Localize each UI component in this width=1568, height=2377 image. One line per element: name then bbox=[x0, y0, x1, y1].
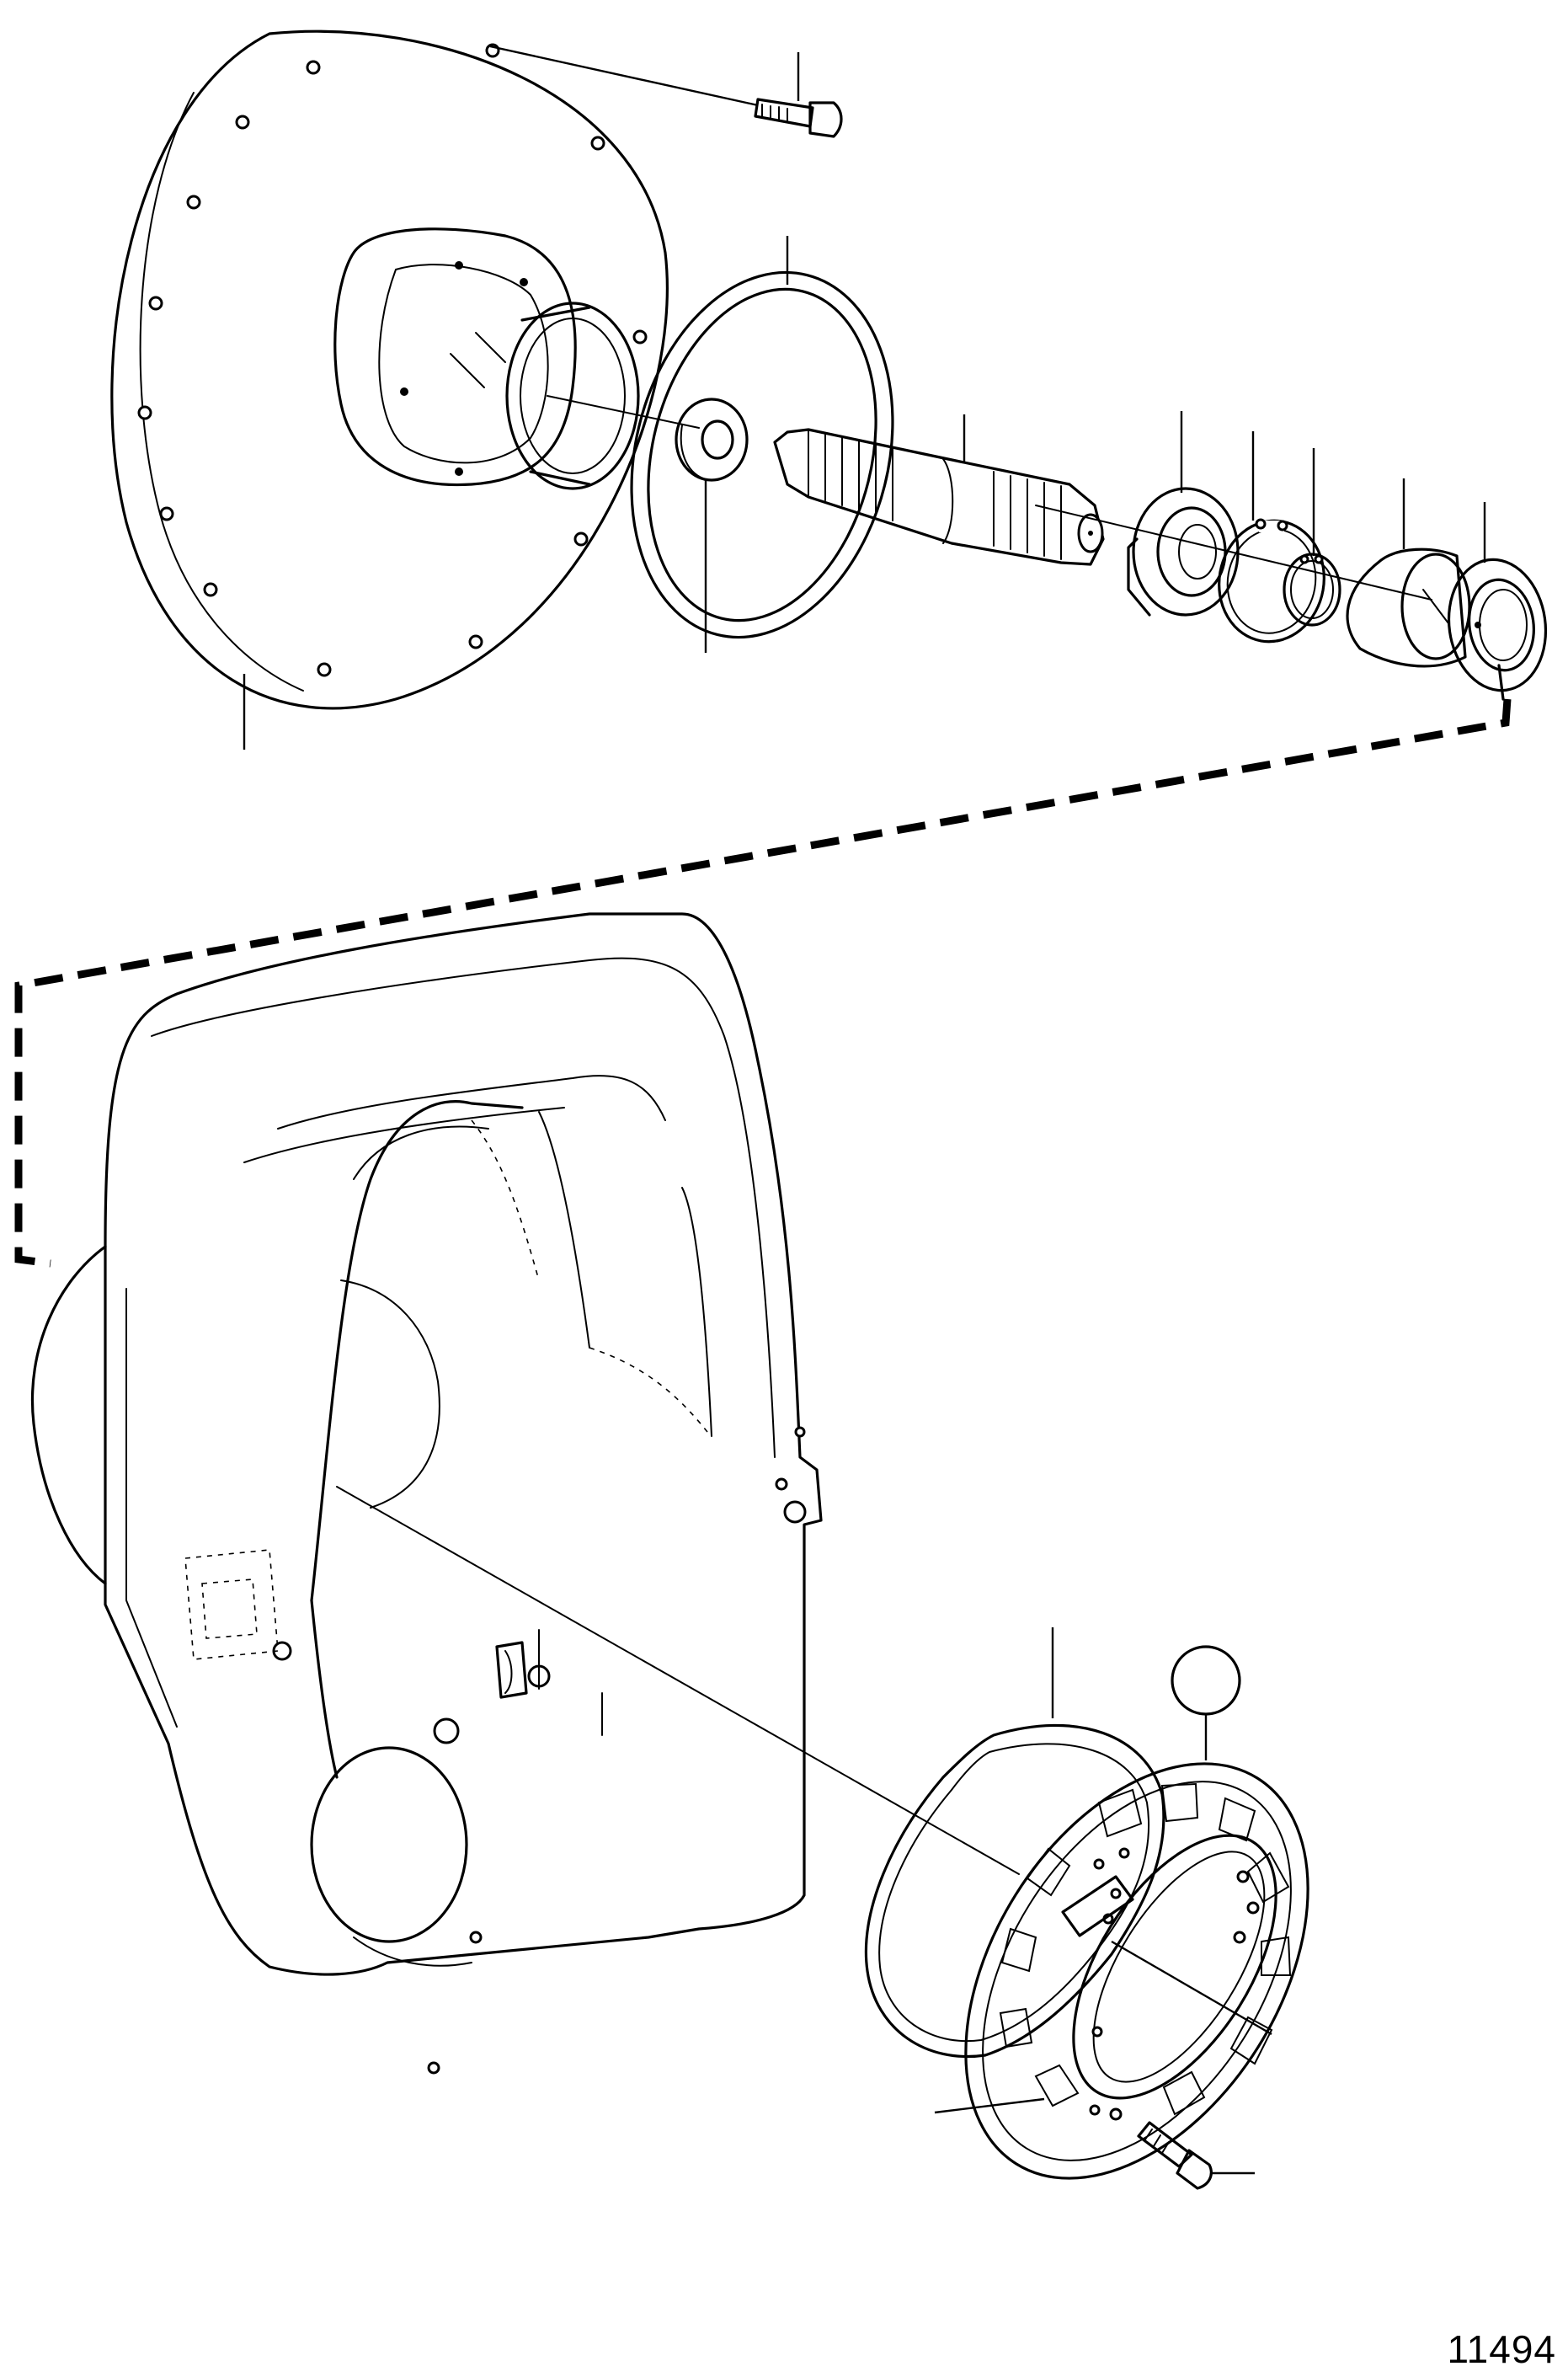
bearing-sleeve bbox=[1346, 548, 1471, 668]
flange-gasket bbox=[864, 1723, 1165, 2058]
bolt bbox=[754, 98, 843, 138]
flange-bolt bbox=[1137, 2121, 1213, 2190]
assembly-connector bbox=[14, 698, 1512, 1268]
large-circlip bbox=[1218, 518, 1325, 644]
bell-housing bbox=[30, 912, 823, 2075]
bearing-flange bbox=[964, 1762, 1309, 2180]
ball-bearing bbox=[1127, 487, 1240, 617]
figure-number: 11494 bbox=[1447, 2327, 1556, 2371]
splined-input-shaft bbox=[773, 428, 1105, 566]
spacer-washer bbox=[675, 398, 749, 482]
small-circlip bbox=[1283, 553, 1341, 627]
seal-ring bbox=[1447, 558, 1548, 701]
leader-lines-bottom bbox=[934, 1627, 1272, 2175]
flywheel-housing-plate bbox=[110, 29, 669, 710]
o-ring-seal bbox=[630, 270, 894, 639]
leader-lines-top bbox=[243, 45, 1486, 750]
